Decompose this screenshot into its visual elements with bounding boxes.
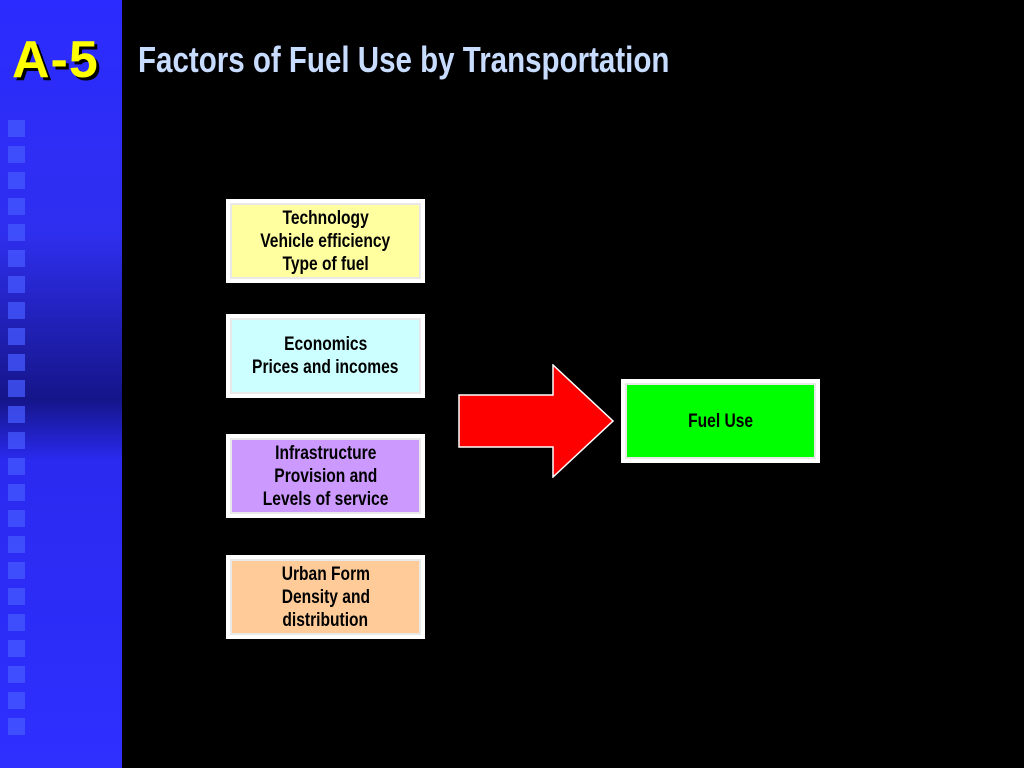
factor-line: Prices and incomes [252, 357, 399, 378]
right-arrow-icon [458, 364, 614, 478]
factor-line: Infrastructure [274, 442, 377, 464]
sidebar-square [8, 224, 25, 241]
sidebar-square [8, 510, 25, 527]
factor-line: distribution [282, 609, 369, 631]
factor-box-fill: Technology Vehicle efficiency Type of fu… [230, 203, 421, 279]
factor-box-fill: Urban Form Density and distribution [230, 559, 421, 635]
factor-line: Density and [281, 586, 370, 608]
outcome-label: Fuel Use [688, 410, 753, 432]
sidebar-squares [8, 120, 28, 744]
sidebar-square [8, 354, 25, 371]
sidebar-square [8, 640, 25, 657]
factor-line: Urban Form [281, 563, 370, 585]
sidebar-square [8, 120, 25, 137]
sidebar-square [8, 562, 25, 579]
slide-title: Factors of Fuel Use by Transportation [138, 39, 670, 80]
factor-box-economics: Economics Prices and incomes [226, 314, 425, 398]
sidebar-square [8, 172, 25, 189]
sidebar-square [8, 380, 25, 397]
sidebar-square [8, 198, 25, 215]
sidebar-square [8, 328, 25, 345]
sidebar-decoration [0, 0, 122, 768]
sidebar-square [8, 432, 25, 449]
sidebar-square [8, 146, 25, 163]
factor-box-technology: Technology Vehicle efficiency Type of fu… [226, 199, 425, 283]
factor-line: Type of fuel [282, 253, 369, 275]
factor-line: Economics [283, 334, 368, 355]
factor-box-infrastructure: Infrastructure Provision and Levels of s… [226, 434, 425, 518]
factor-box-urban-form: Urban Form Density and distribution [226, 555, 425, 639]
sidebar-square [8, 458, 25, 475]
factor-line: Levels of service [262, 488, 389, 510]
sidebar-square [8, 692, 25, 709]
sidebar-square [8, 536, 25, 553]
slide-number: A-5 [12, 31, 99, 89]
sidebar-square [8, 588, 25, 605]
sidebar-square [8, 484, 25, 501]
sidebar-square [8, 250, 25, 267]
outcome-box-fuel-use: Fuel Use [621, 379, 820, 463]
sidebar-square [8, 718, 25, 735]
sidebar-square [8, 666, 25, 683]
factor-line: Provision and [273, 465, 378, 487]
sidebar-square [8, 614, 25, 631]
outcome-box-fill: Fuel Use [625, 383, 816, 459]
factor-box-fill: Economics Prices and incomes [230, 318, 421, 394]
sidebar-square [8, 406, 25, 423]
factor-box-fill: Infrastructure Provision and Levels of s… [230, 438, 421, 514]
factor-line: Technology [282, 207, 369, 229]
sidebar-square [8, 276, 25, 293]
arrow-shape [458, 364, 614, 478]
factor-line: Vehicle efficiency [260, 230, 391, 252]
sidebar-square [8, 302, 25, 319]
